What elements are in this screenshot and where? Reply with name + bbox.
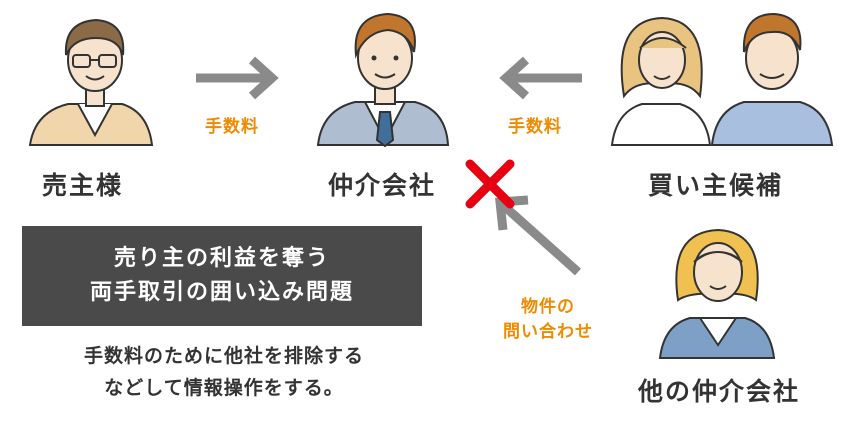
arrow-other-to-agent	[495, 195, 581, 276]
agent-person-icon	[316, 12, 450, 148]
description-text: 手数料のために他社を排除する などして情報操作をする。	[14, 340, 434, 404]
blocked-cross-icon	[465, 159, 515, 209]
description-line1: 手数料のために他社を排除する	[83, 345, 364, 367]
inquiry-label-line2: 問い合わせ	[503, 322, 593, 342]
other-agent-person-icon	[658, 228, 776, 359]
fee-label-seller: 手数料	[205, 117, 259, 137]
problem-banner: 売り主の利益を奪う 両手取引の囲い込み問題	[22, 226, 422, 326]
other-agent-label: 他の仲介会社	[638, 377, 801, 406]
seller-label: 売主様	[42, 171, 124, 200]
description-line2: などして情報操作をする。	[104, 377, 344, 399]
arrow-buyer-to-agent	[499, 56, 582, 100]
arrow-seller-to-agent	[196, 56, 279, 100]
banner-line1: 売り主の利益を奪う	[113, 246, 330, 271]
inquiry-label-line1: 物件の	[521, 297, 575, 317]
inquiry-label: 物件の 問い合わせ	[478, 292, 618, 342]
seller-person-icon	[28, 18, 154, 146]
agent-label: 仲介会社	[328, 171, 437, 200]
buyer-label: 買い主候補	[648, 171, 784, 200]
fee-label-buyer: 手数料	[508, 117, 562, 137]
buyers-person-icon	[610, 12, 834, 146]
banner-line2: 両手取引の囲い込み問題	[89, 280, 354, 305]
